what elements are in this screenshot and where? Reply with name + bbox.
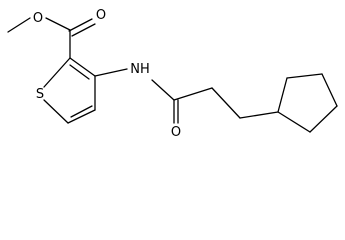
atom-sulfur: S	[36, 87, 44, 102]
bond-ester-c-o-double-2	[71, 23, 96, 37]
bond-c5-c4	[67, 109, 96, 124]
bond-ch2-b-ring	[239, 111, 279, 119]
bond-c3-c2-double	[69, 64, 90, 80]
bond-cp-3-4	[321, 73, 338, 107]
bond-n-amide-c	[151, 79, 175, 101]
bond-c3-c2	[69, 57, 96, 77]
bond-ester-c-o-double-1	[68, 18, 93, 32]
bond-c3-n	[94, 68, 128, 77]
bond-cp-2-3	[286, 73, 323, 79]
atom-amide-nitrogen: NH	[130, 62, 150, 77]
bond-ch2-a-ch2-b	[211, 87, 241, 119]
molecule-structure: O O S NH O	[7, 8, 338, 140]
bond-cp-5-1	[277, 111, 311, 133]
bond-c5-c4-double	[70, 105, 93, 118]
atom-amide-oxygen: O	[171, 125, 181, 140]
bond-cp-4-5	[309, 105, 338, 133]
bond-c2-s	[43, 57, 71, 88]
bond-cp-1-2	[277, 77, 288, 113]
atom-ester-oxygen: O	[33, 11, 43, 26]
atom-carbonyl-oxygen: O	[96, 8, 106, 23]
bond-s-c5	[43, 99, 69, 124]
bond-o-carbonyl-c	[45, 17, 71, 31]
bond-methyl-o	[7, 17, 31, 33]
bond-amide-c-ch2-a	[173, 87, 213, 101]
